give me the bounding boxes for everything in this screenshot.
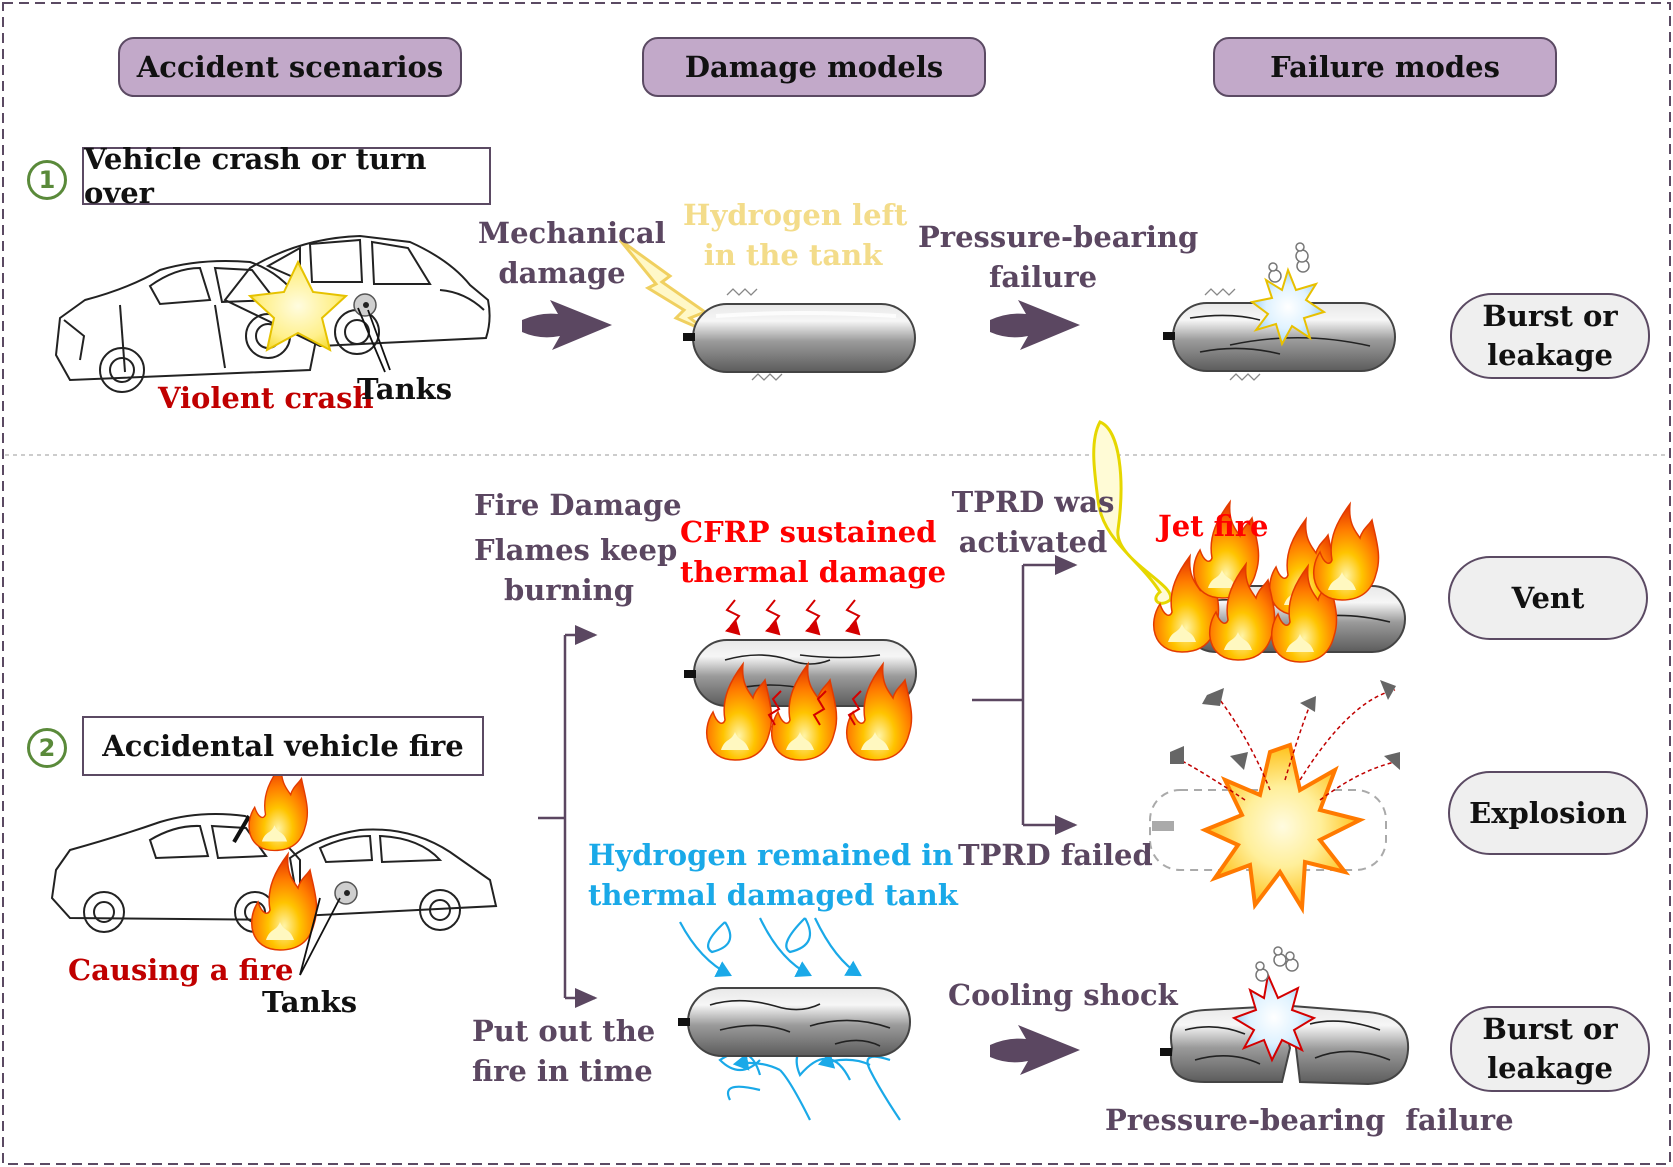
- causing-fire-label: Causing a fire: [68, 953, 294, 987]
- flames-keep-burning-label: Flames keep burning: [474, 533, 678, 607]
- header-accident-scenarios: Accident scenarios: [118, 37, 462, 97]
- mechanical-damage-label: Mechanical damage: [478, 216, 666, 290]
- outcome-burst-or-leakage-2: Burst or leakage: [1450, 1006, 1650, 1092]
- pressure-bearing-failure-label: Pressure-bearing failure: [918, 220, 1199, 294]
- burst-tank-icon: [1163, 242, 1396, 381]
- pressure-bearing-failure-label-2: Pressure-bearing failure: [1105, 1103, 1514, 1137]
- outcome-burst-or-leakage-1: Burst or leakage: [1450, 293, 1650, 379]
- outcome-vent: Vent: [1448, 556, 1648, 640]
- put-out-fire-label: Put out the fire in time: [472, 1014, 656, 1088]
- flame-icon: [250, 853, 318, 951]
- arrow-icon: [990, 1025, 1080, 1075]
- jet-fire-label: Jet fire: [1158, 509, 1269, 543]
- explosion-icon: [1149, 680, 1400, 915]
- hydrogen-tank-icon: [683, 288, 916, 381]
- branch-connector: [538, 555, 1078, 1008]
- crash-star-icon: [247, 259, 349, 352]
- arrow-icon: [522, 300, 612, 350]
- violent-crash-label: Violent crash: [158, 381, 374, 415]
- tprd-failed-label: TPRD failed: [958, 838, 1153, 872]
- cooling-arrows: [679, 917, 901, 1121]
- broken-tank-icon: [1160, 946, 1410, 1086]
- header-failure-modes: Failure modes: [1213, 37, 1557, 97]
- hydrogen-left-label: Hydrogen left in the tank: [683, 198, 908, 272]
- scenario-2-title: Accidental vehicle fire: [82, 716, 484, 776]
- thermal-damaged-tank-icon: [684, 639, 917, 761]
- burning-cars-drawing: [50, 813, 498, 933]
- cooling-shock-label: Cooling shock: [948, 978, 1178, 1012]
- tanks-label-2: Tanks: [262, 985, 358, 1019]
- venting-tank-icon: [1152, 501, 1406, 663]
- scenario-number-2: 2: [27, 728, 67, 768]
- heat-arrows: [724, 599, 861, 636]
- fire-damage-label: Fire Damage: [474, 488, 682, 522]
- flame-icon: [248, 763, 309, 852]
- arrow-icon: [990, 300, 1080, 350]
- header-damage-models: Damage models: [642, 37, 986, 97]
- tanks-label: Tanks: [357, 372, 453, 406]
- hydrogen-remained-label: Hydrogen remained in thermal damaged tan…: [588, 838, 958, 912]
- tprd-activated-label: TPRD was activated: [951, 485, 1115, 559]
- scenario-number-1: 1: [27, 160, 67, 200]
- scenario-1-title: Vehicle crash or turn over: [82, 142, 491, 210]
- cooled-tank-icon: [678, 987, 911, 1057]
- cfrp-thermal-damage-label: CFRP sustained thermal damage: [680, 515, 947, 589]
- outcome-explosion: Explosion: [1448, 771, 1648, 855]
